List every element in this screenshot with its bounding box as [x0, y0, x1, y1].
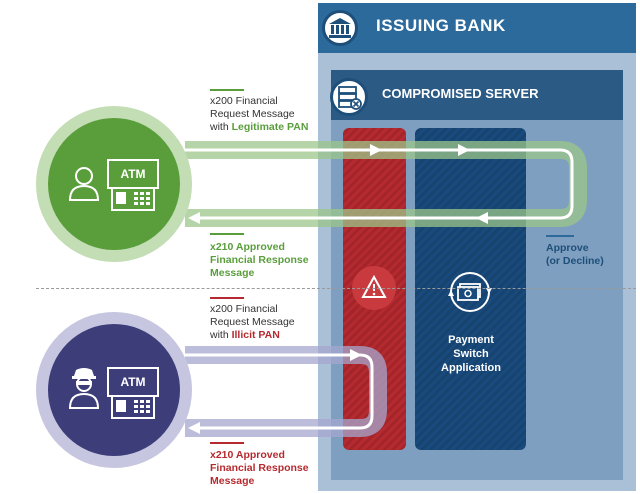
bank-title: ISSUING BANK: [376, 16, 506, 35]
legit-arrowhead-4: [188, 212, 200, 224]
illicit-request-line2: Request Message: [210, 316, 295, 328]
legit-request-rule: [210, 89, 244, 91]
legit-response-line3: Message: [210, 267, 255, 279]
legit-response-label: x210 Approved Financial Response Message: [210, 241, 309, 280]
legit-request-arrow: [185, 148, 574, 220]
legit-request-prefix: with: [210, 121, 232, 133]
illicit-response-rule: [210, 442, 244, 444]
legit-arrowhead-2: [458, 144, 470, 156]
approve-line1: Approve: [546, 242, 589, 254]
illicit-atm-label: ATM: [120, 375, 146, 389]
server-title: COMPROMISED SERVER: [382, 86, 539, 101]
bank-icon: [322, 10, 358, 46]
legit-arrowhead-1: [370, 144, 382, 156]
legit-arrowhead-3: [476, 212, 488, 224]
illicit-request-label: x200 Financial Request Message with Illi…: [210, 303, 295, 342]
legit-atm-circle: ATM: [48, 118, 180, 250]
issuing-bank-header: [318, 3, 636, 53]
app-label-line1: Payment: [448, 334, 494, 346]
legit-atm-label: ATM: [120, 167, 146, 181]
illicit-atm-circle: ATM: [48, 324, 180, 456]
illicit-response-label: x210 Approved Financial Response Message: [210, 449, 309, 488]
legit-pan-text: Legitimate PAN: [231, 121, 309, 133]
app-label-line2: Switch: [453, 348, 489, 360]
legit-response-line1: x210 Approved: [210, 241, 285, 253]
divider: [36, 288, 636, 289]
approve-rule: [546, 235, 574, 237]
illicit-arrowhead-2: [188, 422, 200, 434]
illicit-request-rule: [210, 297, 244, 299]
illicit-response-line1: x210 Approved: [210, 449, 285, 461]
approve-decline-label: Approve (or Decline): [546, 242, 604, 268]
illicit-request-prefix: with: [210, 329, 232, 341]
payment-cycle-icon: [446, 268, 494, 316]
legit-request-line3: with Legitimate PAN: [210, 121, 308, 134]
legit-response-line2: Financial Response: [210, 254, 309, 266]
legit-request-line2: Request Message: [210, 108, 295, 120]
illicit-request-line1: x200 Financial: [210, 303, 278, 315]
hacker-icon: [68, 368, 100, 409]
illicit-arrowhead-1: [350, 349, 362, 361]
illicit-pan-text: Illicit PAN: [231, 329, 280, 341]
user-icon: [68, 167, 100, 201]
payment-switch-label: Payment Switch Application: [425, 333, 517, 375]
legit-response-rule: [210, 233, 244, 235]
illicit-response-line3: Message: [210, 475, 255, 487]
illicit-request-line3: with Illicit PAN: [210, 329, 295, 342]
legit-request-label: x200 Financial Request Message with Legi…: [210, 95, 308, 134]
illicit-response-line2: Financial Response: [210, 462, 309, 474]
app-label-line3: Application: [441, 362, 501, 374]
compromised-server-header: [331, 70, 623, 120]
approve-line2: (or Decline): [546, 255, 604, 267]
atm-icon: [107, 367, 159, 419]
atm-icon: [107, 159, 159, 211]
legit-request-line1: x200 Financial: [210, 95, 278, 107]
illicit-request-arrow: [185, 353, 374, 430]
server-compromised-icon: [330, 78, 368, 116]
